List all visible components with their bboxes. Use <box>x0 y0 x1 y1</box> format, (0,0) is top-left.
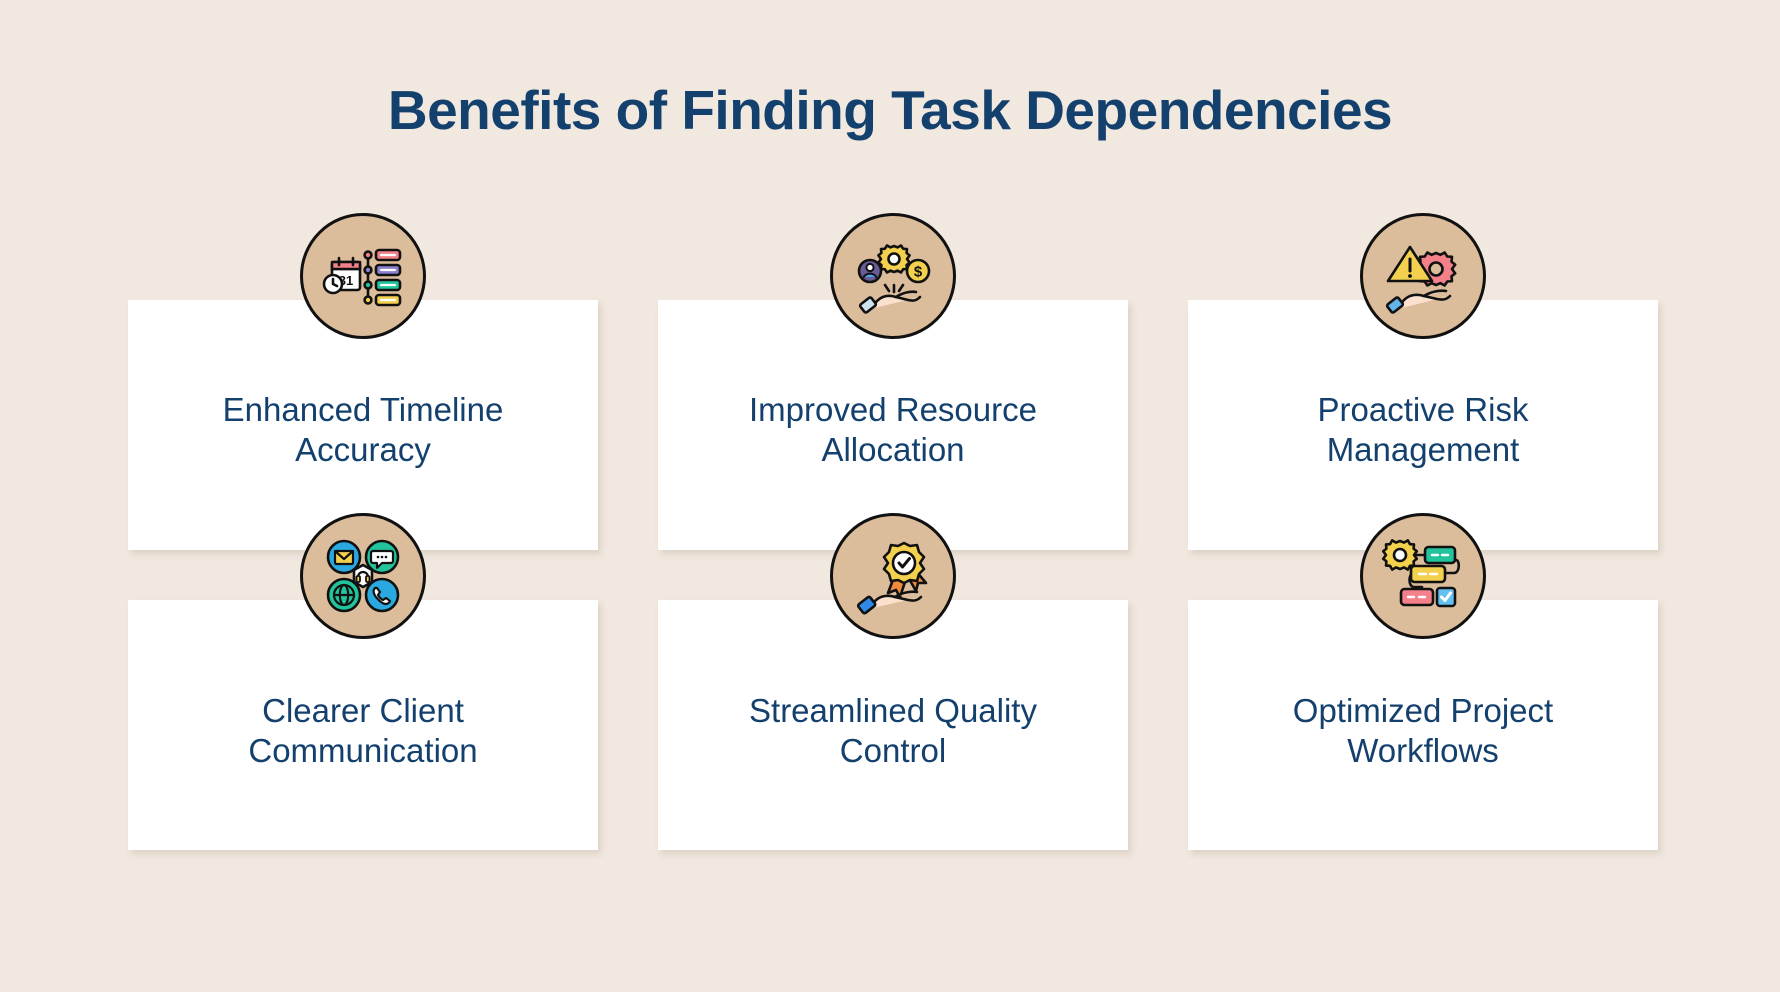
benefit-cell-2: $ Improved Reso <box>658 213 1128 550</box>
benefit-cell-6: Optimized Project Workflows <box>1188 513 1658 850</box>
svg-text:$: $ <box>914 264 923 281</box>
benefits-row-1: 31 <box>128 213 1658 550</box>
benefit-cell-1: 31 <box>128 213 598 550</box>
benefit-card-5[interactable]: Streamlined Quality Control <box>658 513 1128 850</box>
hand-quality-badge-icon <box>830 513 956 639</box>
workflow-gear-tasks-icon <box>1360 513 1486 639</box>
benefits-row-2: Clearer Client Communication <box>128 513 1658 850</box>
benefit-label-2: Improved Resource Allocation <box>749 390 1037 468</box>
benefit-card-4[interactable]: Clearer Client Communication <box>128 513 598 850</box>
benefit-label-6: Optimized Project Workflows <box>1292 691 1554 769</box>
benefit-card-2[interactable]: $ Improved Reso <box>658 213 1128 550</box>
benefit-cell-4: Clearer Client Communication <box>128 513 598 850</box>
benefit-cell-3: Proactive Risk Management <box>1188 213 1658 550</box>
page-title: Benefits of Finding Task Dependencies <box>387 79 1393 141</box>
hand-resources-icon: $ <box>830 213 956 339</box>
hand-warning-gear-icon <box>1360 213 1486 339</box>
benefit-label-3: Proactive Risk Management <box>1317 390 1529 468</box>
benefit-card-6[interactable]: Optimized Project Workflows <box>1188 513 1658 850</box>
communication-channels-icon <box>300 513 426 639</box>
benefits-grid: 31 <box>128 213 1658 850</box>
benefit-label-4: Clearer Client Communication <box>248 691 478 769</box>
benefit-card-3[interactable]: Proactive Risk Management <box>1188 213 1658 550</box>
calendar-timeline-icon: 31 <box>300 213 426 339</box>
benefit-label-1: Enhanced Timeline Accuracy <box>222 390 504 468</box>
benefit-cell-5: Streamlined Quality Control <box>658 513 1128 850</box>
benefit-label-5: Streamlined Quality Control <box>749 691 1037 769</box>
benefit-card-1[interactable]: 31 <box>128 213 598 550</box>
